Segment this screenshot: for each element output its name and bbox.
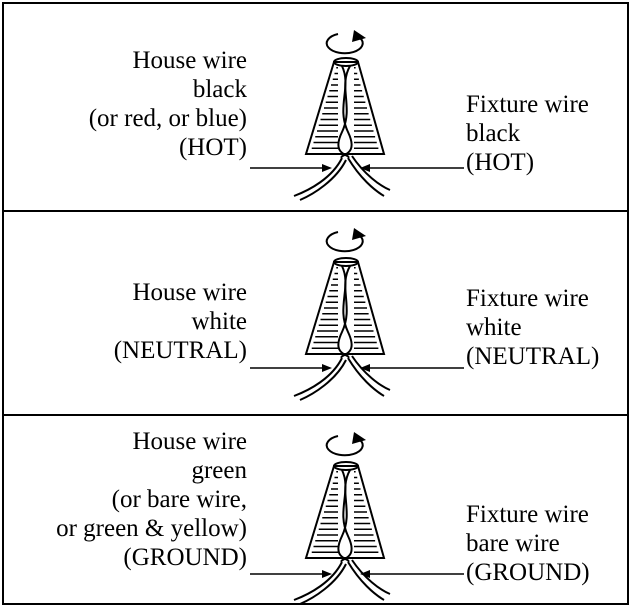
wire-nut-icon [304,461,386,559]
label-line: Fixture wire [466,285,589,312]
label-line: (or red, or blue) [88,105,247,132]
fixture-wire-label: Fixture wire black (HOT) [466,90,589,177]
label-line: or green & yellow) [56,515,247,542]
pointer-lines [250,164,464,172]
house-wire-label: House wire white (NEUTRAL) [114,278,247,365]
label-line: Fixture wire [466,501,589,528]
label-line: (NEUTRAL) [113,337,247,364]
fixture-wire-label: Fixture wire white (NEUTRAL) [466,284,599,371]
twist-direction-arrow-icon [325,432,366,457]
pointer-lines [250,364,464,372]
wire-nut-icon [304,57,386,155]
label-line: House wire [132,279,247,306]
label-line: black [192,76,247,103]
house-wire-label: House wire black (or red, or blue) (HOT) [89,46,247,162]
wire-nut-icon [304,257,386,355]
label-line: (NEUTRAL) [466,343,600,370]
label-line: (HOT) [178,134,247,161]
label-line: Fixture wire [466,91,589,118]
label-line: black [466,120,521,147]
label-line: (GROUND) [466,559,590,586]
wires [293,265,391,401]
wires [293,469,391,605]
twist-direction-arrow-icon [325,30,366,55]
wire-art [250,228,464,401]
label-line: (HOT) [466,149,535,176]
house-wire-label: House wire green (or bare wire, or green… [56,427,247,572]
twist-direction-arrow-icon [325,228,366,253]
label-line: white [191,308,247,335]
label-line: House wire [132,47,247,74]
label-line: white [466,314,522,341]
pointer-lines [250,570,464,578]
panel-ground: House wire green (or bare wire, or green… [4,414,627,605]
panel-neutral: House wire white (NEUTRAL) Fixture wire … [4,210,627,414]
label-line: (or bare wire, [111,486,247,513]
label-line: bare wire [466,530,560,557]
wire-art [250,432,464,605]
label-line: House wire [132,428,247,455]
label-line: (GROUND) [123,544,247,571]
wire-art [250,30,464,201]
label-line: green [191,457,247,484]
panel-hot: House wire black (or red, or blue) (HOT)… [4,4,627,210]
wires [293,65,391,201]
fixture-wire-label: Fixture wire bare wire (GROUND) [466,500,590,587]
